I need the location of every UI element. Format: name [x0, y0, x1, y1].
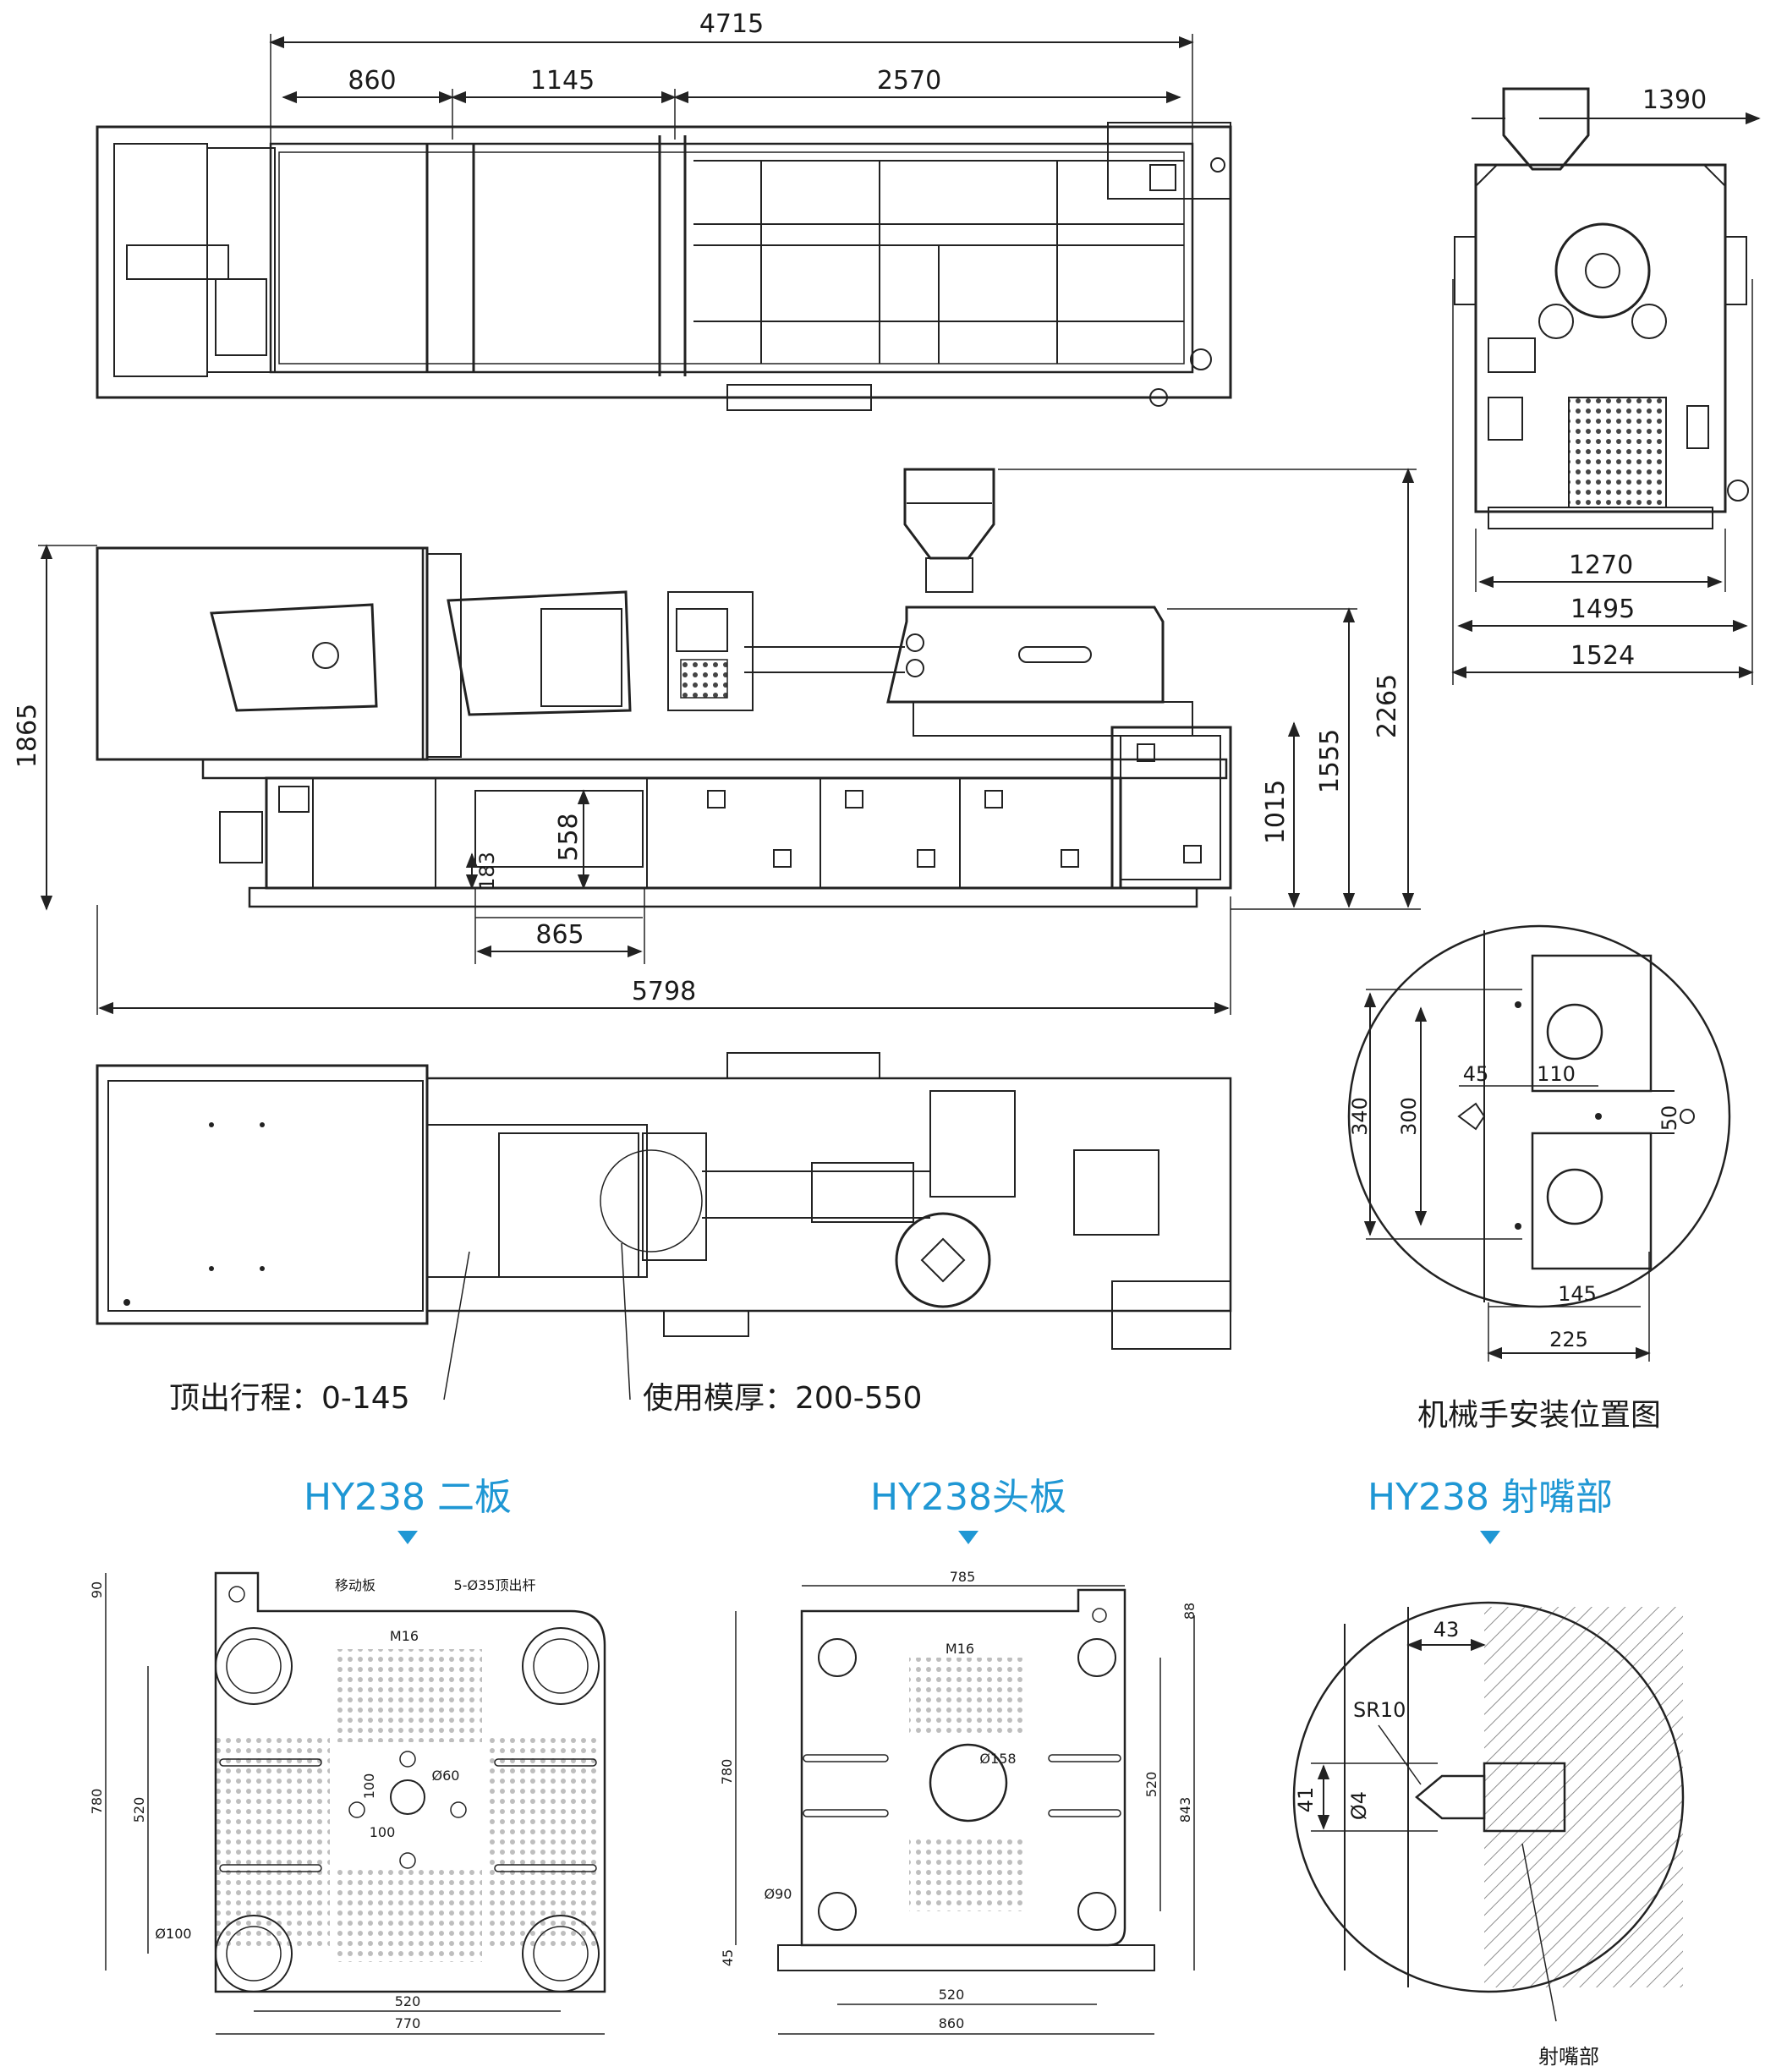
dim-780: 780 — [89, 1789, 105, 1815]
side-view: 1865 — [13, 468, 1421, 1015]
phi60-label: Ø60 — [432, 1768, 460, 1784]
dim-785: 785 — [950, 1569, 976, 1585]
title-second-plate: HY238 二板 — [304, 1476, 512, 1519]
title-head-plate: HY238头板 — [870, 1476, 1066, 1519]
dim-520-head-v: 520 — [1143, 1772, 1159, 1798]
title-nozzle: HY238 射嘴部 — [1368, 1476, 1613, 1519]
m16-label: M16 — [390, 1628, 419, 1644]
dim-1524: 1524 — [1570, 641, 1635, 671]
dim-860: 860 — [348, 66, 396, 96]
mold-thickness-label: 使用模厚：200-550 — [643, 1381, 922, 1416]
dim-225: 225 — [1549, 1328, 1588, 1351]
dim-860-head: 860 — [939, 2015, 965, 2031]
dim-183: 183 — [475, 852, 499, 891]
title-arrow-icon — [1480, 1531, 1500, 1544]
dim-558: 558 — [554, 813, 584, 861]
dim-90: 90 — [89, 1581, 105, 1598]
dim-843: 843 — [1177, 1797, 1193, 1823]
dim-2265: 2265 — [1373, 674, 1402, 738]
dim-1270: 1270 — [1569, 551, 1633, 580]
dim-300: 300 — [1397, 1097, 1421, 1136]
title-arrow-icon — [958, 1531, 978, 1544]
m16-head-label: M16 — [946, 1641, 974, 1657]
dim-45-head: 45 — [720, 1949, 736, 1966]
dim-1390: 1390 — [1642, 85, 1707, 115]
ejector-rod-note: 5-Ø35顶出杆 — [454, 1577, 536, 1593]
plan-view: 顶出行程：0-145 使用模厚：200-550 — [96, 1052, 1232, 1416]
phi90-label: Ø90 — [765, 1886, 792, 1902]
dim-780-head: 780 — [719, 1759, 735, 1785]
dim-2570: 2570 — [877, 66, 941, 96]
dim-1145: 1145 — [530, 66, 595, 96]
dim-1495: 1495 — [1570, 595, 1635, 624]
robot-mount-caption: 机械手安装位置图 — [1417, 1398, 1661, 1433]
dim-88: 88 — [1181, 1603, 1198, 1620]
phi158-label: Ø158 — [979, 1751, 1016, 1767]
second-plate-drawing: 移动板 5-Ø35顶出杆 M16 Ø60 Ø100 100 100 90 780… — [89, 1571, 606, 2035]
dim-110: 110 — [1537, 1062, 1576, 1086]
dim-340: 340 — [1348, 1097, 1372, 1136]
head-plate-drawing: 785 88 M16 Ø158 Ø90 780 520 843 45 520 8… — [719, 1569, 1198, 2035]
dim-770: 770 — [395, 2015, 421, 2031]
dim-145: 145 — [1558, 1282, 1597, 1306]
dim-520-head-h: 520 — [939, 1987, 965, 2003]
dim-41: 41 — [1294, 1787, 1318, 1813]
dim-1555: 1555 — [1315, 729, 1345, 793]
nozzle-detail: 43 SR10 41 Ø4 射嘴部 — [1292, 1601, 1685, 2069]
dim-4715: 4715 — [699, 9, 764, 39]
dim-1015: 1015 — [1261, 780, 1291, 844]
section-titles: HY238 二板 HY238头板 HY238 射嘴部 — [304, 1476, 1613, 1544]
dim-1865: 1865 — [13, 704, 42, 768]
dim-520-h: 520 — [395, 1993, 421, 2009]
dim-50: 50 — [1658, 1105, 1681, 1132]
dim-100-h: 100 — [370, 1824, 396, 1840]
nozzle-label: 射嘴部 — [1538, 2045, 1599, 2069]
dim-520-v: 520 — [131, 1797, 147, 1823]
sr10-label: SR10 — [1353, 1698, 1406, 1722]
end-view: 1390 1270 1495 1524 — [1451, 85, 1761, 685]
top-view: 4715 860 1145 2570 — [96, 9, 1232, 411]
moving-plate-label: 移动板 — [335, 1577, 375, 1593]
dim-43: 43 — [1433, 1618, 1460, 1642]
phi4-label: Ø4 — [1347, 1791, 1371, 1820]
dim-45: 45 — [1463, 1062, 1489, 1086]
title-arrow-icon — [397, 1531, 418, 1544]
dim-865: 865 — [535, 920, 584, 950]
ejector-stroke-label: 顶出行程：0-145 — [169, 1381, 410, 1416]
dim-5798: 5798 — [632, 977, 696, 1006]
phi100-label: Ø100 — [155, 1926, 191, 1942]
robot-mount-detail: 340 300 45 110 50 145 225 机械手安装位置图 — [1347, 924, 1731, 1433]
dim-100-v: 100 — [361, 1773, 377, 1800]
